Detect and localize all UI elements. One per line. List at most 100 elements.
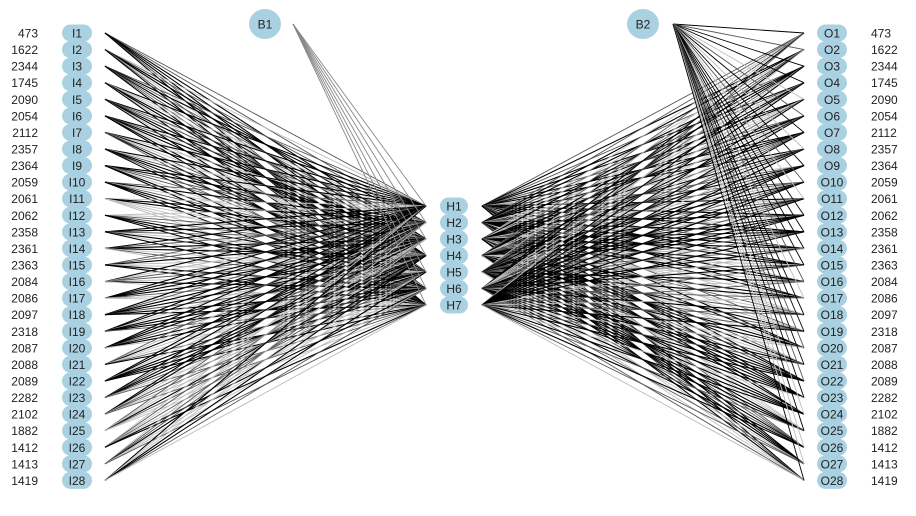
output-value-label: 1622: [871, 43, 898, 57]
input-22-label: I22: [69, 374, 86, 388]
output-5-node: [817, 90, 847, 108]
input-23-label: I23: [69, 391, 86, 405]
edge-bias-output: [672, 23, 805, 332]
input-value-label: 2112: [12, 126, 38, 140]
input-value-label: 2363: [11, 258, 38, 272]
output-value-label: 2054: [871, 109, 898, 123]
output-value-label: 2088: [871, 358, 898, 372]
output-24-label: O24: [821, 408, 844, 422]
input-value-label: 2087: [11, 341, 38, 355]
output-23-label: O23: [821, 391, 844, 405]
hidden-2-label: H2: [446, 216, 462, 230]
input-20-label: I20: [69, 341, 86, 355]
input-13-node: [62, 223, 92, 241]
input-value-label: 2097: [11, 308, 38, 322]
label-layer: 4731622234417452090205421122357236420592…: [11, 27, 898, 488]
hidden-4-node: [440, 247, 468, 264]
input-18-node: [62, 306, 92, 324]
input-21-label: I21: [69, 358, 86, 372]
output-12-label: O12: [821, 209, 844, 223]
input-24-node: [62, 405, 92, 423]
edge-bias-output: [672, 23, 805, 117]
input-value-label: 2318: [11, 325, 38, 339]
edge-hidden-output: [481, 214, 805, 306]
input-8-node: [62, 140, 92, 158]
edge-hidden-output: [481, 181, 805, 306]
edge-hidden-output: [481, 32, 805, 289]
input-17-node: [62, 289, 92, 307]
input-16-node: [62, 273, 92, 291]
edge-hidden-output: [481, 49, 805, 306]
input-5-label: I5: [72, 93, 82, 107]
input-18-label: I18: [69, 308, 86, 322]
edge-bias-output: [672, 23, 805, 51]
edge-input-hidden: [104, 205, 427, 465]
hidden-1-node: [440, 197, 468, 215]
edge-bias-output: [672, 23, 805, 150]
hidden-7-node: [440, 296, 468, 314]
input-value-label: 2054: [11, 109, 38, 123]
input-value-label: 2357: [11, 142, 38, 156]
output-13-label: O13: [821, 225, 844, 239]
output-value-label: 2361: [871, 242, 898, 256]
edge-bias-output: [672, 23, 805, 348]
output-value-label: 2357: [871, 142, 898, 156]
edge-bias-output: [672, 23, 805, 183]
edge-bias-hidden: [292, 23, 427, 256]
output-27-label: O27: [821, 457, 844, 471]
edge-hidden-output: [481, 98, 805, 306]
input-10-node: [62, 173, 92, 191]
hidden-2-node: [440, 214, 468, 231]
input-19-node: [62, 322, 92, 340]
input-7-label: I7: [72, 126, 82, 140]
input-2-node: [62, 41, 92, 59]
output-value-label: 2364: [871, 159, 898, 173]
hidden-6-node: [440, 280, 468, 297]
edge-input-hidden: [104, 288, 427, 481]
output-8-node: [817, 140, 847, 158]
edge-hidden-output: [481, 304, 805, 332]
output-value-label: 2358: [871, 225, 898, 239]
edge-input-hidden: [104, 181, 427, 207]
input-value-label: 2282: [11, 391, 38, 405]
input-25-label: I25: [69, 424, 86, 438]
output-28-node: [817, 471, 847, 489]
output-value-label: 1882: [871, 424, 898, 438]
hidden-5-label: H5: [446, 266, 462, 280]
hidden-3-node: [440, 230, 468, 248]
input-14-node: [62, 239, 92, 257]
edge-input-hidden: [104, 205, 427, 316]
output-7-label: O7: [824, 126, 840, 140]
input-value-label: 1412: [11, 441, 38, 455]
output-value-label: 2061: [871, 192, 898, 206]
output-11-node: [817, 190, 847, 208]
edge-input-hidden: [104, 98, 427, 207]
output-19-node: [817, 322, 847, 340]
output-8-label: O8: [824, 142, 840, 156]
input-27-label: I27: [69, 457, 86, 471]
output-20-node: [817, 339, 847, 357]
output-2-label: O2: [824, 43, 840, 57]
edge-hidden-output: [481, 281, 805, 306]
input-19-label: I19: [69, 325, 86, 339]
input-value-label: 2084: [11, 275, 38, 289]
output-15-label: O15: [821, 258, 844, 272]
output-1-label: O1: [824, 27, 840, 41]
edge-bias-output: [672, 23, 805, 315]
edge-hidden-output: [481, 304, 805, 382]
hidden-6-label: H6: [446, 282, 462, 296]
edge-input-hidden: [104, 205, 427, 233]
input-11-label: I11: [69, 192, 85, 206]
edge-input-hidden: [104, 304, 427, 481]
edge-input-hidden: [104, 238, 427, 481]
edge-input-hidden: [104, 205, 427, 266]
output-10-label: O10: [821, 176, 844, 190]
output-26-label: O26: [821, 441, 844, 455]
input-9-label: I9: [72, 159, 82, 173]
edge-bias-output: [672, 23, 805, 464]
output-value-label: 1419: [871, 474, 898, 488]
input-17-label: I17: [69, 292, 86, 306]
edge-bias-hidden: [292, 23, 427, 289]
input-20-node: [62, 339, 92, 357]
edge-hidden-output: [481, 304, 805, 465]
